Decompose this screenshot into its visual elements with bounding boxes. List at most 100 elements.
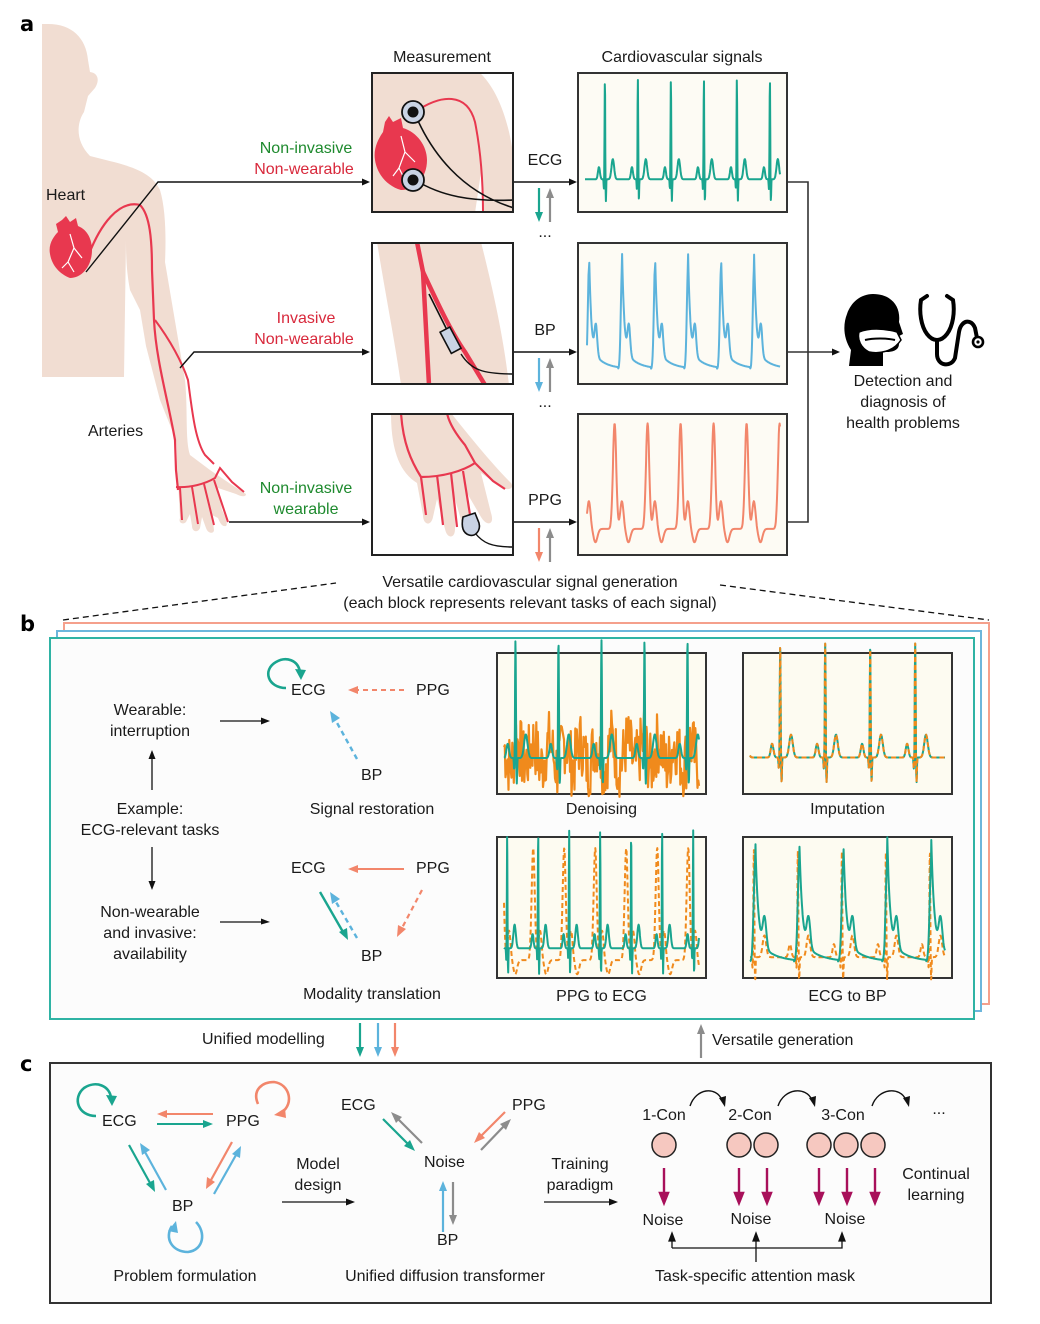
- bp-waveform: [586, 253, 781, 370]
- task-imputation-plot: [742, 642, 953, 795]
- bp-to-noise-arrow: [439, 1181, 447, 1232]
- problem-ppg: PPG: [226, 1113, 260, 1130]
- nonwearable-line3: availability: [113, 946, 187, 963]
- translation-ppg: PPG: [416, 860, 450, 877]
- artery-finger-4: [213, 479, 229, 523]
- attention-mask-bracket: [668, 1231, 846, 1262]
- bp-to-ecg-arrow: [140, 1143, 167, 1191]
- stage-transition-arrow: [689, 1090, 726, 1107]
- task-ppg-to-ecg-label: PPG to ECG: [556, 988, 647, 1005]
- artery-finger-2: [191, 486, 199, 525]
- ecg-to-bp-arrow: [128, 1144, 155, 1192]
- model-design-line1: Model: [296, 1156, 340, 1173]
- body-silhouette: [42, 24, 246, 533]
- ppg-to-ecg-arrow: [157, 1110, 213, 1118]
- signal-box-ecg: [577, 72, 788, 213]
- ppg-self-loop-icon: [254, 1080, 291, 1118]
- stage-1-label: 1-Con: [642, 1107, 686, 1124]
- gray-up-arrow: [546, 358, 554, 392]
- task-denoising-label: Denoising: [565, 801, 638, 818]
- measurement-ppg: [371, 413, 514, 556]
- transformer-noise: Noise: [424, 1154, 465, 1171]
- problem-ecg: ECG: [102, 1113, 137, 1130]
- bp-to-ecg-dashed-arrow: [330, 892, 359, 939]
- connector-finger-arrowhead: [362, 518, 370, 526]
- heart-label: Heart: [46, 187, 86, 204]
- signals-header: Cardiovascular signals: [601, 49, 763, 66]
- bp-down-arrow: [374, 1023, 382, 1057]
- model-design-line2: design: [294, 1177, 342, 1194]
- artery-line: [84, 203, 180, 491]
- connector-arm-arrowhead: [362, 348, 370, 356]
- artery-branch: [154, 319, 215, 465]
- ppg-waveform: [586, 422, 781, 544]
- nonwearable-line2: and invasive:: [103, 925, 197, 942]
- electrode-icon: [401, 100, 425, 124]
- zoom-dashed-lines: [62, 582, 990, 621]
- generation-caption-line2: (each block represents relevant tasks of…: [343, 595, 717, 612]
- training-line1: Training: [551, 1156, 609, 1173]
- condition-circle: [726, 1132, 752, 1158]
- gray-up-arrow: [697, 1024, 705, 1058]
- stage-3-label: 3-Con: [821, 1107, 865, 1124]
- nonwearable-line1: Non-wearable: [100, 904, 200, 921]
- translation-ecg: ECG: [291, 860, 326, 877]
- attention-mask-label: Task-specific attention mask: [654, 1268, 856, 1285]
- transformer-caption: Unified diffusion transformer: [345, 1268, 545, 1285]
- heart-icon: [49, 216, 92, 278]
- continual-line2: learning: [907, 1187, 965, 1204]
- stage-2-label: 2-Con: [728, 1107, 772, 1124]
- ppg-down-arrow: [535, 528, 543, 562]
- noise-to-ppg-gray-arrow: [480, 1119, 511, 1151]
- panel-b-diagram: [148, 658, 423, 940]
- route-3-line1: Non-invasive: [259, 480, 353, 497]
- ecg-self-loop-icon: [266, 658, 306, 690]
- stage-transition-arrow: [871, 1090, 910, 1107]
- generated-bp-waveform: [749, 836, 946, 963]
- task-ecg-to-bp-plot: [742, 836, 953, 981]
- outcome-line3: health problems: [846, 415, 960, 432]
- route-1-line1: Non-invasive: [259, 140, 353, 157]
- task-imputation-label: Imputation: [810, 801, 885, 818]
- stethoscope-icon: [918, 294, 985, 367]
- wearable-line2: interruption: [109, 723, 191, 740]
- restoration-bp: BP: [361, 767, 383, 784]
- problem-caption: Problem formulation: [113, 1268, 257, 1285]
- panel-b-letter: b: [20, 612, 36, 636]
- ppg-down-arrow: [391, 1023, 399, 1057]
- connector-arm: [179, 351, 364, 369]
- ecg-to-bp-arrow: [318, 891, 348, 940]
- connector-heart-arrowhead: [362, 178, 370, 186]
- artery-palm: [175, 466, 245, 493]
- body-illustration: [42, 24, 370, 533]
- between-arrows: [356, 1023, 705, 1058]
- signal-box-bp: [577, 242, 788, 385]
- generated-ecg-waveform: [503, 829, 700, 975]
- ppg-to-noise-arrow: [474, 1111, 506, 1143]
- observed-ecg-waveform: [749, 642, 946, 784]
- bp-self-loop-icon: [167, 1221, 204, 1254]
- ppg-to-bp-arrow: [206, 1141, 233, 1189]
- stage-transition-arrow: [777, 1090, 816, 1107]
- restoration-caption: Signal restoration: [309, 801, 435, 818]
- translation-bp: BP: [361, 948, 383, 965]
- catheter-sensor-icon: [438, 325, 463, 355]
- artery-finger-3: [203, 483, 215, 526]
- task-ppg-to-ecg-plot: [496, 829, 707, 979]
- transformer-bp: BP: [437, 1232, 459, 1249]
- stage-ellipsis: ...: [932, 1101, 946, 1118]
- condition-circle: [753, 1132, 779, 1158]
- ecg-to-noise-arrow: [382, 1118, 415, 1151]
- generation-caption-line1: Versatile cardiovascular signal generati…: [382, 574, 678, 591]
- example-line2: ECG-relevant tasks: [80, 822, 220, 839]
- restoration-ecg: ECG: [291, 682, 326, 699]
- noise-to-ecg-gray-arrow: [391, 1112, 423, 1144]
- panel-a-letter: a: [20, 12, 35, 36]
- panel-c-frame: [49, 1062, 992, 1304]
- ecg-waveform: [584, 79, 781, 203]
- signal-box-ppg: [577, 413, 788, 556]
- route-2-line2: Non-wearable: [254, 331, 354, 348]
- ppg-to-bp-dashed-arrow: [397, 889, 423, 937]
- ecg-down-arrow: [356, 1023, 364, 1057]
- task-ecg-to-bp-label: ECG to BP: [808, 988, 887, 1005]
